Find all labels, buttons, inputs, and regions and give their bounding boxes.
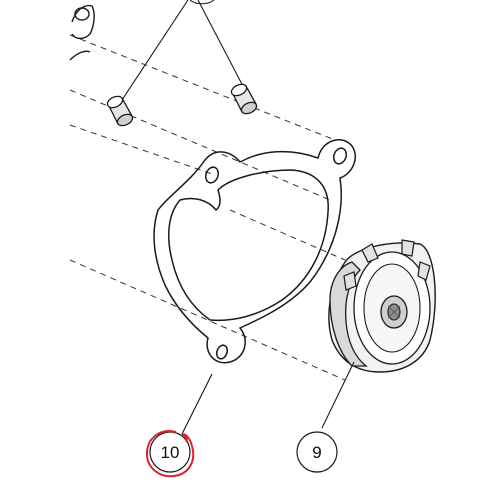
- gasket-part: [153, 139, 356, 364]
- highlight-ring: [145, 430, 195, 478]
- gasket-outer-outline: [153, 139, 356, 364]
- callout-9: 9: [296, 431, 338, 473]
- callout-circle: [296, 431, 338, 473]
- callout-number: 9: [312, 443, 321, 462]
- gasket-bolt-hole: [204, 166, 220, 184]
- gasket-inner-outline: [167, 169, 329, 322]
- leader-line-9: [321, 361, 355, 429]
- leader-line-10: [181, 373, 213, 435]
- alignment-line: [229, 209, 346, 261]
- gasket-bolt-hole: [332, 147, 348, 165]
- callout-number: 10: [161, 443, 180, 462]
- upper-housing-part: [69, 4, 95, 61]
- callout-10: 10: [145, 430, 195, 478]
- impeller-part: [328, 239, 436, 373]
- gasket-bolt-hole: [215, 344, 229, 360]
- bushing-left: [106, 95, 134, 127]
- callout-leaders: [181, 361, 355, 435]
- alignment-line: [69, 34, 336, 141]
- alignment-lines: [69, 34, 346, 381]
- bushing-leaders: [121, 0, 246, 101]
- alignment-line: [69, 124, 216, 176]
- bushing-right: [230, 83, 258, 115]
